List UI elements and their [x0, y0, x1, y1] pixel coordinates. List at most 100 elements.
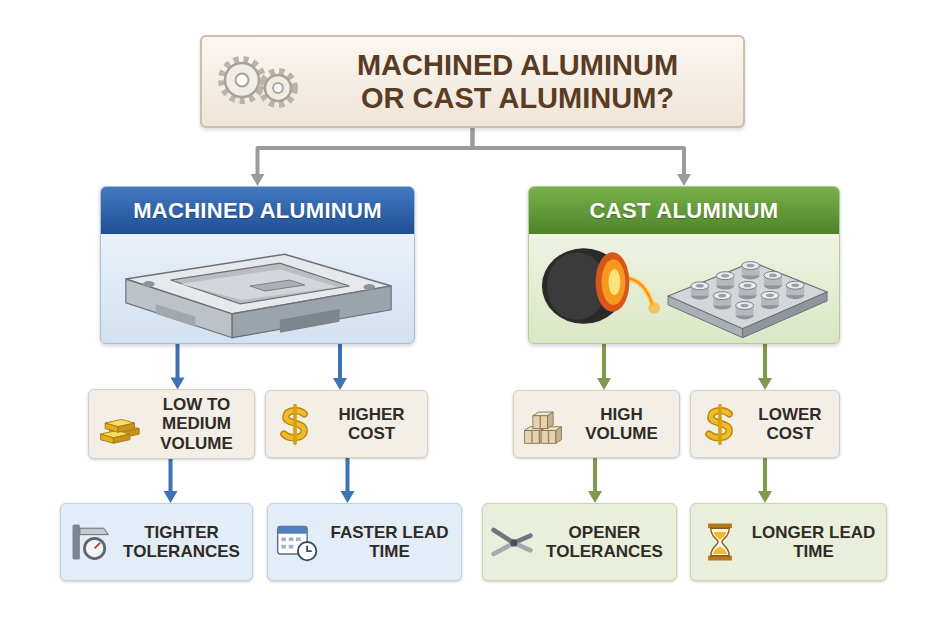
illustration-part [608, 269, 620, 295]
attribute-label: LOWER COST [749, 405, 831, 443]
illustration-part [747, 264, 755, 268]
attribute-box: LONGER LEAD TIME [690, 503, 887, 581]
panel-header: MACHINED ALUMINUM [101, 187, 414, 234]
illustration-part [786, 281, 804, 289]
attribute-label: FASTER LEAD TIME [326, 523, 453, 561]
arrow-head [341, 491, 355, 503]
flow-arrow [597, 344, 611, 390]
machined-part-illustration [101, 234, 414, 344]
illustration-part [113, 434, 130, 443]
illustration-part [280, 309, 340, 333]
illustration-part [95, 543, 101, 549]
connector-line [176, 344, 180, 379]
illustration-part [540, 416, 541, 429]
illustration-part [293, 406, 297, 444]
illustration-part [718, 406, 722, 444]
arrow-head [251, 174, 265, 186]
arrow-head [171, 377, 185, 389]
attribute-label: TIGHTER TOLERANCES [119, 523, 244, 561]
illustration-part [736, 302, 754, 310]
connector-line [602, 344, 606, 380]
title-text: MACHINED ALUMINUM OR CAST ALUMINUM? [343, 49, 693, 114]
crates-icon [520, 401, 566, 447]
dollar-icon [697, 401, 743, 447]
connector-line [346, 458, 350, 493]
illustration-part [289, 537, 294, 541]
gold-icon [95, 401, 141, 447]
illustration-part [668, 262, 827, 329]
hourglass-icon [697, 519, 743, 565]
connector-line [338, 344, 342, 380]
text-group: OPENER TOLERANCES [541, 523, 668, 561]
text-group: LOW TO MEDIUM VOLUME [147, 395, 246, 452]
illustration-part [171, 263, 350, 304]
arrow-head [588, 491, 602, 503]
text-group: TIGHTER TOLERANCES [119, 523, 244, 561]
illustration-part [766, 294, 774, 298]
flow-arrow [171, 344, 185, 389]
panel-header: CAST ALUMINUM [529, 187, 839, 234]
illustration-part [289, 545, 294, 549]
illustration-part [769, 274, 777, 278]
attribute-label: LONGER LEAD TIME [749, 523, 878, 561]
arrow-head [758, 491, 772, 503]
illustration-part [281, 537, 286, 541]
illustration-part [791, 283, 799, 287]
attribute-box: FASTER LEAD TIME [267, 503, 462, 581]
illustration-part [80, 528, 109, 534]
tool-icon [489, 519, 535, 565]
flow-arrow [164, 459, 178, 503]
illustration-part [156, 304, 196, 327]
illustration-part [273, 83, 283, 93]
illustration-part [718, 294, 726, 298]
title-box: MACHINED ALUMINUM OR CAST ALUMINUM? [200, 35, 745, 128]
connector-line [593, 458, 597, 493]
attribute-label: OPENER TOLERANCES [541, 523, 668, 561]
illustration-part [742, 262, 760, 270]
attribute-box: OPENER TOLERANCES [482, 503, 677, 581]
connector-line [169, 459, 173, 493]
gear-icon [202, 36, 312, 129]
flow-arrow [251, 128, 473, 186]
illustration-part [761, 291, 779, 299]
illustration-part [531, 430, 532, 443]
illustration-part [73, 525, 80, 560]
illustration-part [542, 248, 625, 324]
illustration-part [716, 272, 734, 280]
connector-line [763, 458, 767, 493]
illustration-part [548, 430, 549, 443]
text-group: FASTER LEAD TIME [326, 523, 453, 561]
connector-line [473, 128, 685, 176]
casting-illustration [529, 234, 839, 344]
attribute-box: HIGHER COST [265, 390, 428, 458]
illustration-part [602, 259, 626, 305]
illustration-part [278, 526, 307, 533]
illustration-part [556, 427, 562, 444]
attribute-box: LOWER COST [690, 390, 840, 458]
illustration-part [743, 292, 827, 338]
illustration-part [714, 532, 727, 540]
illustration-part [101, 434, 114, 443]
illustration-part [363, 284, 375, 290]
arrow-head [758, 378, 772, 390]
text-group: LOWER COST [749, 405, 831, 443]
illustration-part [296, 537, 301, 541]
illustration-part [510, 539, 517, 546]
illustration-part [548, 412, 554, 429]
attribute-label: HIGH VOLUME [572, 405, 671, 443]
text-group: HIGHER COST [324, 405, 419, 443]
flow-arrow [341, 458, 355, 503]
illustration-part [713, 292, 731, 300]
dollar-icon [272, 401, 318, 447]
illustration-part [180, 269, 337, 300]
illustration-part [222, 60, 262, 100]
illustration-part [143, 281, 155, 287]
attribute-box: LOW TO MEDIUM VOLUME [88, 389, 255, 458]
illustration-part [105, 423, 118, 432]
illustration-part [764, 271, 782, 279]
illustration-part [262, 72, 294, 104]
flow-arrow [473, 128, 692, 186]
connector-line [763, 344, 767, 380]
illustration-part [307, 546, 312, 552]
